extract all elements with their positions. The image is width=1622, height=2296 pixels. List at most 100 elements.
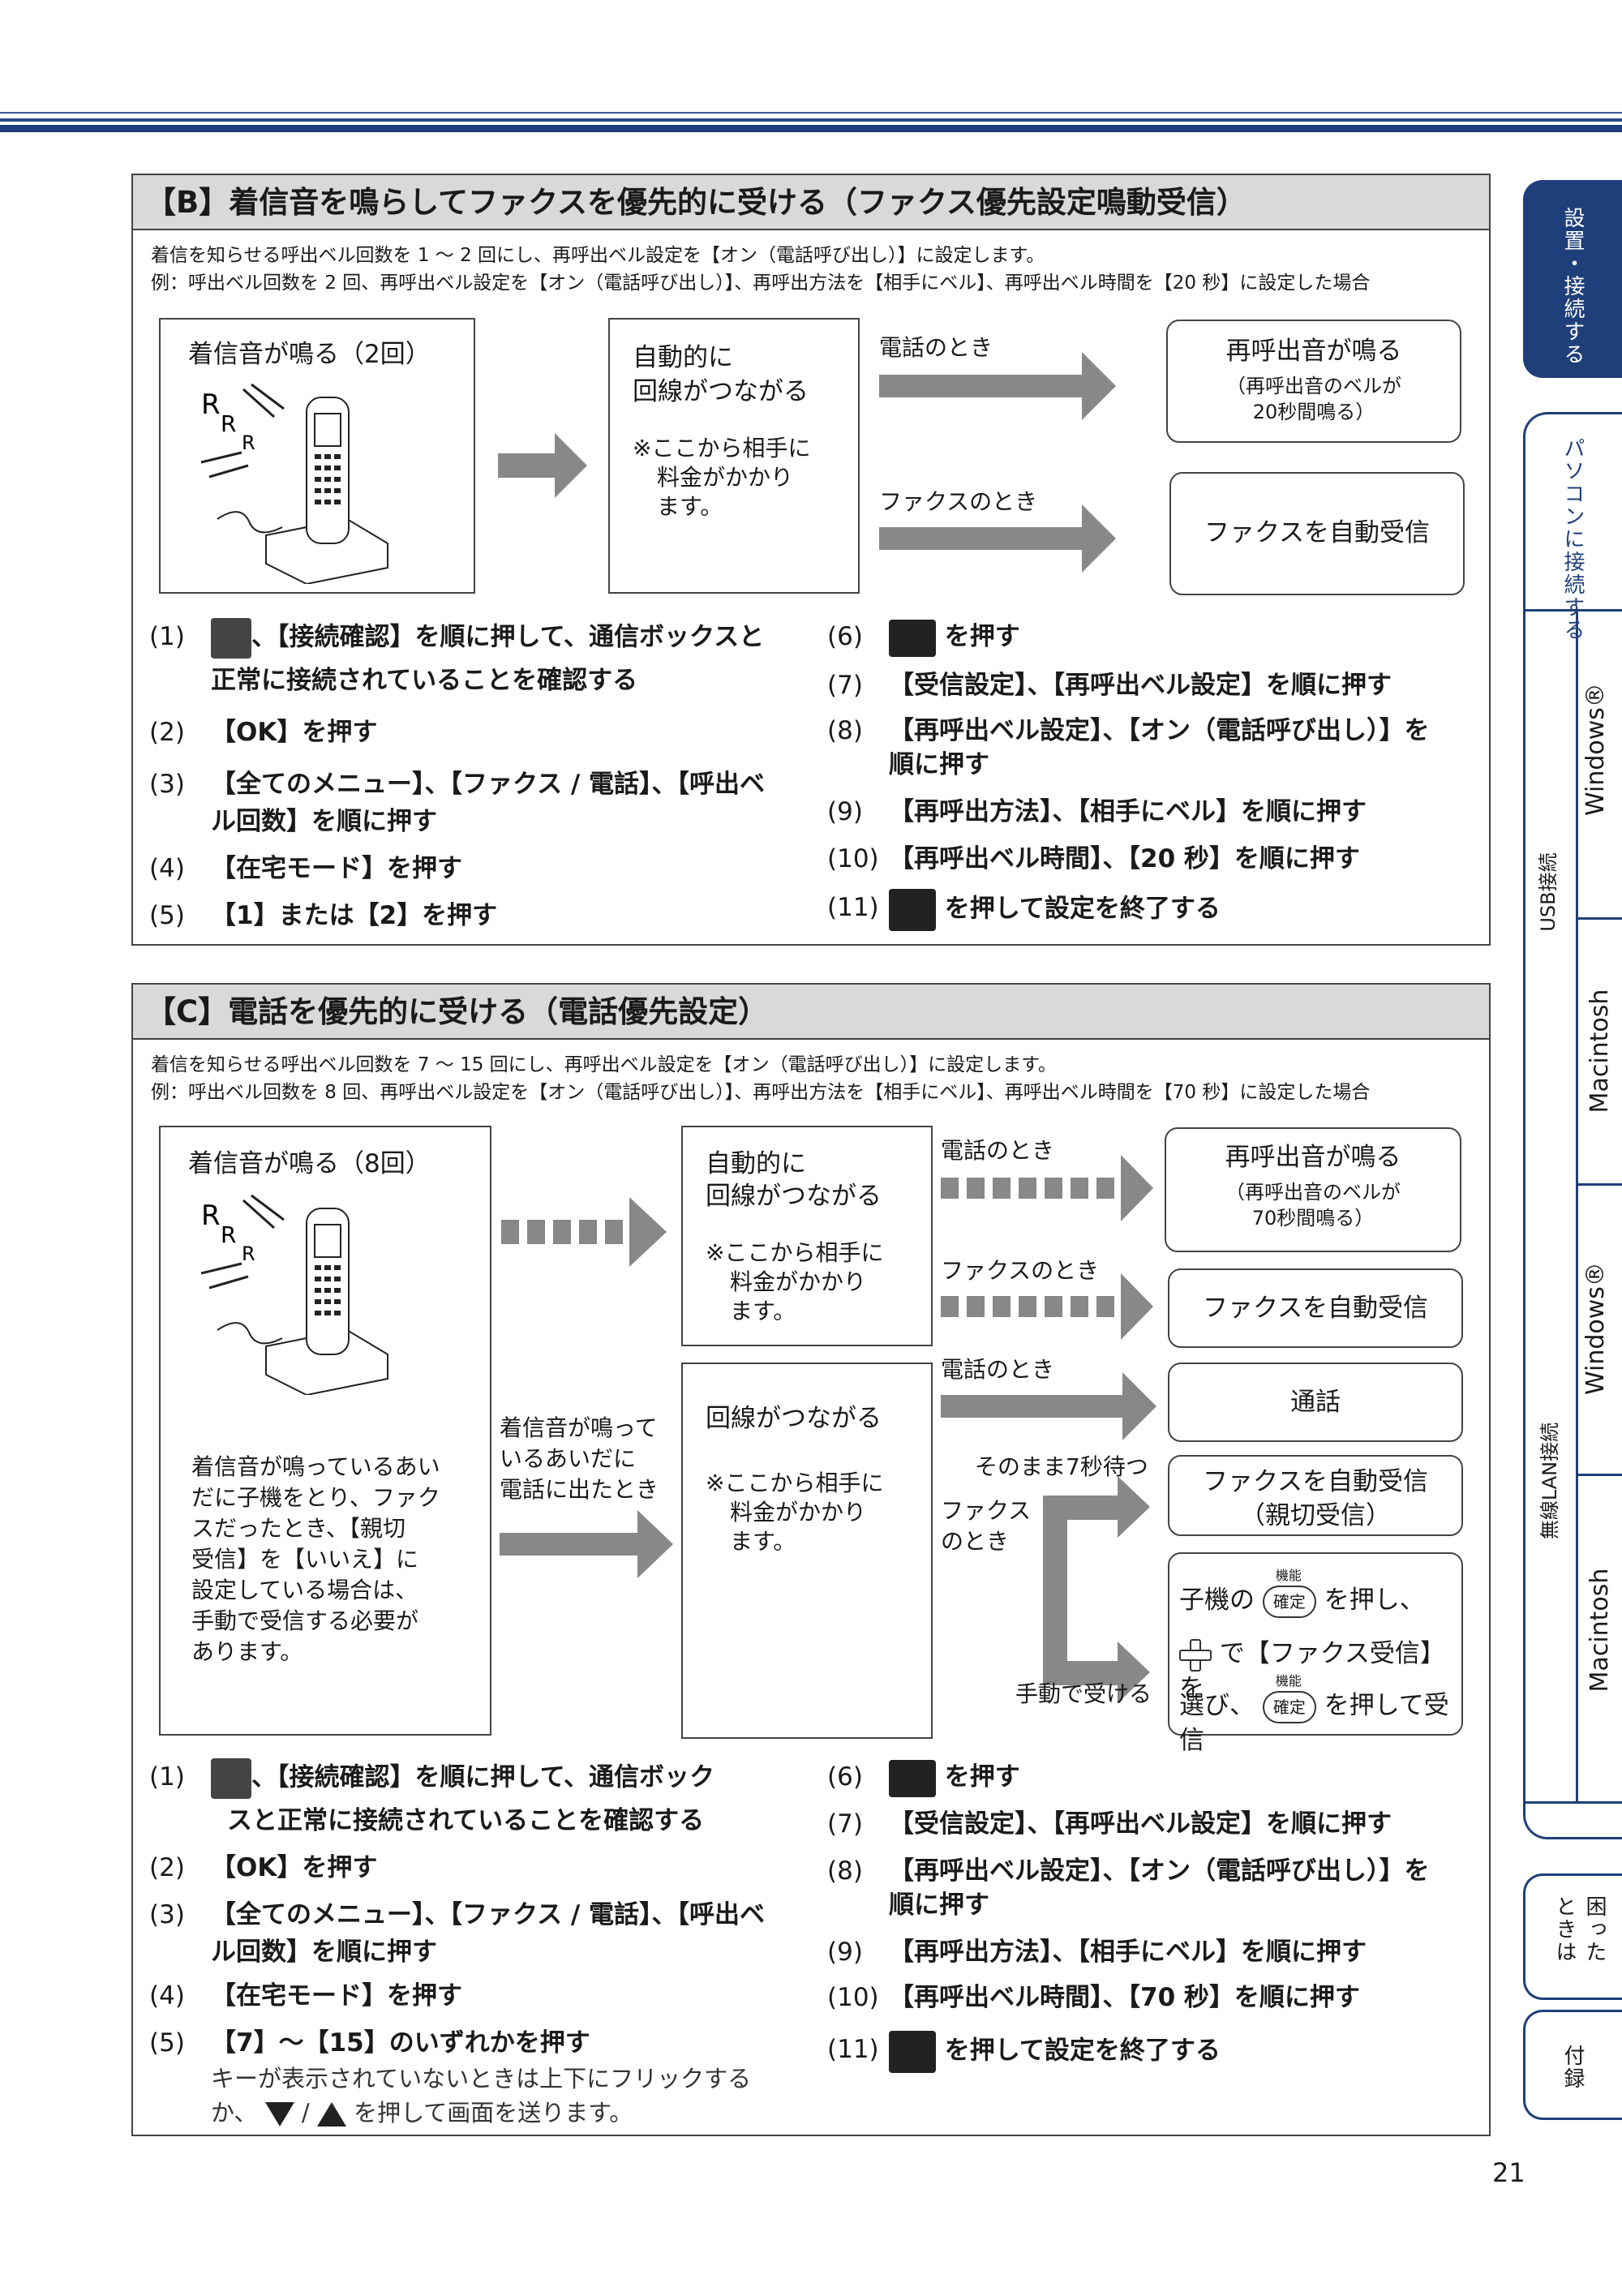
c-auto-line-1: 自動的に [706,1149,806,1178]
charge-note-3: ます。 [657,493,723,520]
section-c: 【C】電話を優先的に受ける（電話優先設定） 着信を知らせる呼出ベル回数を 7 ～… [131,983,1491,2136]
tab-windows-2[interactable]: Windows® [1581,1262,1610,1395]
fax-when-label: ファクスのとき [879,488,1038,515]
home-icon[interactable] [889,889,936,931]
home-icon[interactable] [889,2031,936,2073]
c-step-1: (1) 、【接続確認】を順に押して、通信ボック スと正常に接続されていることを確… [149,1758,814,1839]
arrow-phone [879,352,1116,420]
phone-when-label: 電話のとき [879,334,993,361]
c-manual-row-2: で【ファクス受信】を [1179,1638,1445,1703]
charge-note-1: ※ここから相手に [633,435,811,461]
c-phone-handset-illustration: R R R [200,1194,388,1395]
kakutei-key-icon-2[interactable]: 確定機能 [1262,1673,1316,1723]
c-recall-note-1: （再呼出音のベルが [1225,1181,1401,1204]
arrow-right-1 [498,433,587,498]
phone-handset-illustration: R R R [200,383,388,584]
section-b-intro-2: 例：呼出ベル回数を 2 回、再呼出ベル設定を【オン（電話呼び出し）】、再呼出方法… [151,273,1371,294]
c-phone-when: 電話のとき [941,1137,1055,1164]
header-rule-mid [0,118,1622,122]
c-charge-3: ます。 [730,1298,796,1324]
c-fax-auto-kind-1: ファクスを自動受信 [1202,1467,1429,1496]
c-connect-charge-2: 料金がかかり [730,1499,867,1526]
header-rule-thick [0,125,1622,132]
tools-icon[interactable] [211,618,251,659]
arrow-fax [879,504,1116,573]
c-arrow-dashed [501,1197,667,1267]
c-manual-box: 子機の 確定機能 を押し、 で【ファクス受信】を 選び、 確定機能 を押して受信 [1168,1552,1463,1755]
tab-usb-label: USB接続 [1537,852,1560,932]
svg-text:R: R [221,410,236,437]
section-b: 【B】着信音を鳴らしてファクスを優先的に受ける（ファクス優先設定鳴動受信） 着信… [131,174,1491,946]
b-step-1: (1) 、【接続確認】を順に押して、通信ボックスと 正常に接続されていることを確… [149,618,814,699]
section-b-intro-1: 着信を知らせる呼出ベル回数を 1 ～ 2 回にし、再呼出ベル設定を【オン（電話呼… [151,245,1045,266]
c-answer-note: 着信音が鳴って いるあいだに 電話に出たとき [500,1414,659,1503]
recall-title: 再呼出音が鳴る [1225,337,1402,366]
c-fax-auto-label: ファクスを自動受信 [1202,1294,1429,1323]
c-wait-7: そのまま7秒待つ [975,1453,1148,1480]
c-recall-box: 再呼出音が鳴る （再呼出音のベルが 70秒間鳴る） [1165,1127,1461,1252]
tab-mac-2[interactable]: Macintosh [1586,1568,1614,1693]
tab-trouble[interactable]: 困ったときは [1523,1873,1622,2000]
c-connect-charge-1: ※ここから相手に [706,1470,884,1496]
c-charge-2: 料金がかかり [730,1268,867,1295]
section-c-intro-2: 例：呼出ベル回数を 8 回、再呼出ベル設定を【オン（電話呼び出し）】、再呼出方法… [151,1082,1371,1103]
svg-text:R: R [201,388,221,421]
c-fax-auto-kind-2: （親切受信） [1240,1501,1391,1530]
tab-windows-1[interactable]: Windows® [1581,683,1610,816]
back-icon[interactable] [889,1759,936,1797]
tools-icon[interactable] [211,1758,251,1799]
c-phone-when-2: 電話のとき [941,1356,1055,1383]
c-connect-label: 回線がつながる [706,1404,882,1433]
ring-label: 着信音が鳴る（2回） [188,340,431,369]
c-ring-label: 着信音が鳴る（8回） [188,1149,431,1178]
c-manual-row-1: 子機の 確定機能 を押し、 [1179,1568,1425,1618]
c-charge-1: ※ここから相手に [706,1239,884,1266]
fax-auto-box: ファクスを自動受信 [1169,472,1465,595]
c-step-5: (5) 【7】～【15】のいずれかを押す キーが表示されていないときは上下にフリ… [149,2028,752,2126]
c-arrow-phone-dashed [941,1155,1153,1221]
svg-text:R: R [201,1199,221,1232]
c-manual-label: 手動で受ける [1015,1680,1152,1707]
arrow-up-icon[interactable] [316,2102,346,2126]
recall-box: 再呼出音が鳴る （再呼出音のベルが 20秒間鳴る） [1166,320,1461,443]
c-recall-title: 再呼出音が鳴る [1225,1143,1401,1172]
svg-text:R: R [221,1221,236,1248]
section-b-title: 【B】着信音を鳴らしてファクスを優先的に受ける（ファクス優先設定鳴動受信） [133,175,1489,230]
tab-wlan-label: 無線LAN接続 [1538,1422,1561,1540]
c-talk-label: 通話 [1290,1388,1341,1417]
c-arrow-branch [1043,1476,1150,1703]
auto-connect-line-1: 自動的に [633,343,733,372]
svg-text:R: R [242,431,255,454]
back-icon[interactable] [889,619,936,657]
recall-note-1: （再呼出音のベルが [1226,375,1401,397]
c-fax-auto-kind-box: ファクスを自動受信 （親切受信） [1168,1455,1463,1536]
tab-mac-1[interactable]: Macintosh [1586,989,1614,1114]
c-arrow-phone-2 [941,1372,1156,1440]
c-arrow-answer [500,1510,673,1578]
section-c-title: 【C】電話を優先的に受ける（電話優先設定） [133,985,1489,1040]
c-manual-row-3: 選び、 確定機能 を押して受信 [1179,1672,1449,1755]
arrow-down-icon[interactable] [264,2102,294,2126]
c-auto-line-2: 回線がつながる [706,1182,882,1211]
c-recall-note-2: 70秒間鳴る） [1251,1207,1375,1230]
section-c-intro-1: 着信を知らせる呼出ベル回数を 7 ～ 15 回にし、再呼出ベル設定を【オン（電話… [151,1054,1057,1075]
dpad-icon[interactable] [1179,1638,1212,1672]
kakutei-key-icon[interactable]: 確定機能 [1262,1568,1316,1618]
header-rule-thin [0,112,1622,114]
c-fax-when: ファクスのとき [941,1257,1100,1284]
page-number: 21 [1492,2157,1525,2188]
c-connect-charge-3: ます。 [730,1528,796,1555]
tab-pc-connect[interactable]: パソコンに接続する [1523,412,1622,1839]
c-fax-auto-box: ファクスを自動受信 [1168,1268,1463,1348]
c-ring-box: 着信音が鳴る（8回） R R R 着信音が鳴っているあい だに子機をとり、ファク [159,1126,491,1736]
tab-setup[interactable]: 設置・接続する [1523,180,1622,378]
tab-appendix[interactable]: 付録 [1523,2010,1622,2120]
c-connect-box: 回線がつながる ※ここから相手に 料金がかかり ます。 [681,1363,933,1739]
c-auto-connect-box: 自動的に 回線がつながる ※ここから相手に 料金がかかり ます。 [681,1126,933,1346]
c-talk-box: 通話 [1168,1363,1463,1442]
auto-connect-line-2: 回線がつながる [633,377,809,406]
c-fax-when-2: ファクス のとき [941,1497,1032,1555]
c-left-note: 着信音が鳴っているあい だに子機をとり、ファク スだったとき、【親切 受信】を【… [191,1453,440,1665]
ring-box: 着信音が鳴る（2回） R R R [159,318,475,594]
fax-auto-label: ファクスを自動受信 [1204,518,1431,547]
